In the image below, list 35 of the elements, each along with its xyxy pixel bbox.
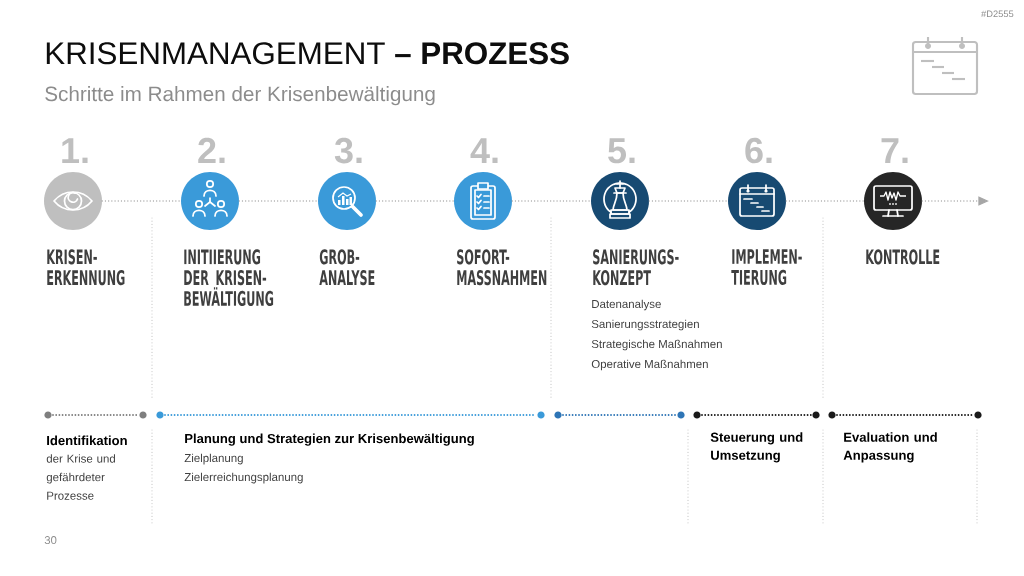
sub-item: Strategische Maßnahmen [591, 339, 722, 351]
phase-heading: Steuerung und Umsetzung [710, 432, 803, 463]
step-number: 2. [198, 137, 225, 163]
step-number: 1. [62, 138, 88, 163]
phase-heading: Planung und Strategien zur Krisenbewältigung [185, 433, 474, 446]
timeline-connector [375, 200, 455, 202]
sub-item: Operative Maßnahmen [591, 359, 708, 371]
timeline-connector [238, 200, 319, 202]
step-heading: SANIERUNGS- KONZEPT [593, 249, 679, 286]
step-number: 3. [334, 137, 362, 164]
timeline-connector [785, 200, 865, 202]
step-heading: SOFORT- MASSNAHMEN [457, 249, 547, 286]
step-heading: KRISEN- ERKENNUNG [47, 249, 125, 286]
subtitle: Schritte im Rahmen der Krisenbewältigung [45, 86, 435, 106]
phase-text: Zielplanung [184, 453, 243, 465]
step-number: 4. [470, 138, 498, 163]
timeline-connector [648, 200, 729, 202]
phase-heading: Identifikation [47, 435, 127, 446]
timeline-connector [511, 200, 592, 202]
step-heading: KONTROLLE [866, 249, 940, 265]
sub-item: Datenanalyse [592, 299, 661, 311]
step-heading: GROB- ANALYSE [319, 249, 375, 286]
step-number: 6. [745, 137, 772, 164]
title: KRISENMANAGEMENT – PROZESS [46, 42, 569, 65]
phase-text: Zielerreichungsplanung [184, 472, 303, 484]
timeline-connector [101, 200, 182, 202]
step-heading: IMPLEMEN- TIERUNG [731, 249, 802, 285]
step-number: 7. [881, 138, 908, 163]
page-number: 30 [44, 536, 57, 545]
sub-item: Sanierungsstrategien [591, 319, 699, 331]
top-code: #D2555 [981, 10, 1014, 18]
step-heading: INITIIERUNG DER KRISEN- BEWÄLTIGUNG [184, 249, 274, 306]
step-number: 5. [608, 138, 635, 164]
phase-text: der Krise und gefährdeter Prozesse [46, 454, 115, 500]
phase-heading: Evaluation und Anpassung [843, 432, 937, 463]
